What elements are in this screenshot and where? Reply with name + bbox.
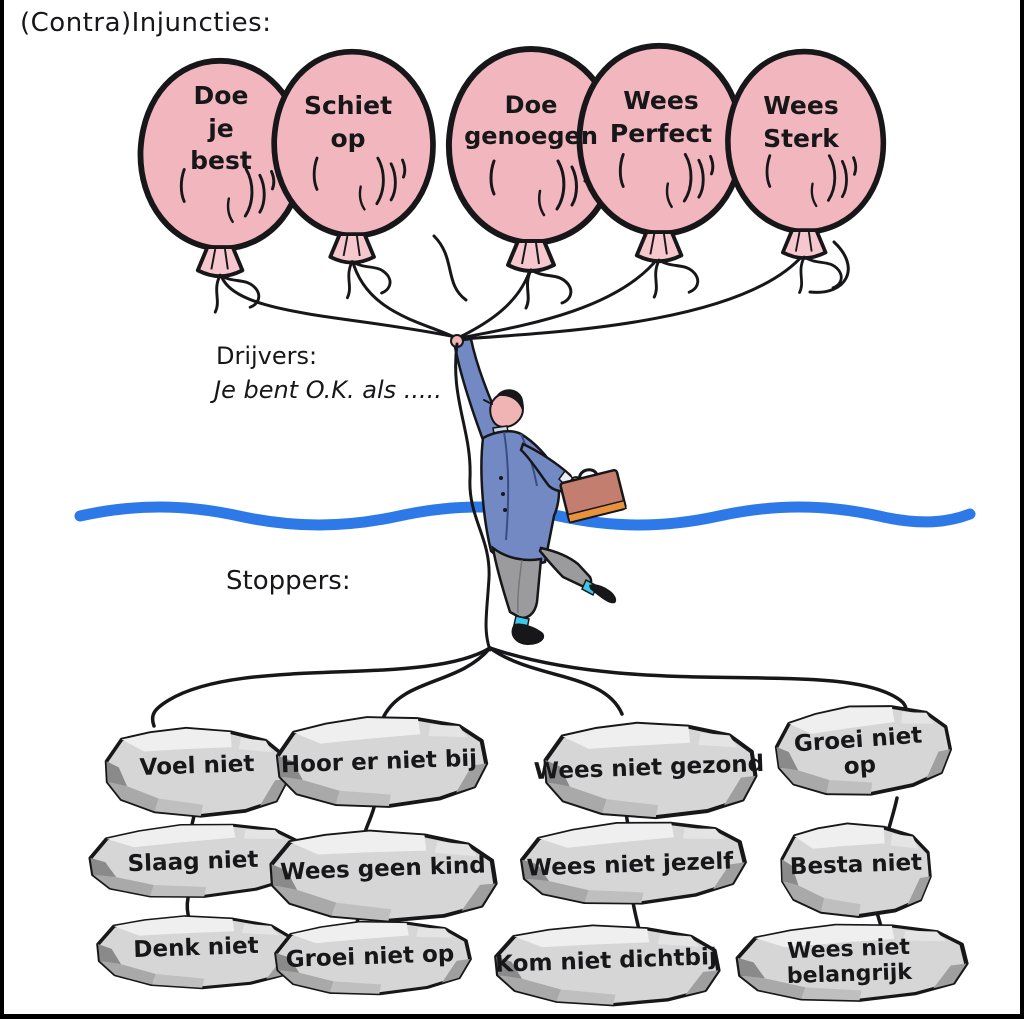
balloon-label-doe-genoegen: Doe genoegen (464, 91, 598, 151)
man-pants-right (491, 545, 543, 619)
drivers-heading: Drijvers: (216, 342, 318, 370)
man-pants-left (538, 546, 593, 588)
man-jacket (480, 429, 561, 566)
rock-label-besta-niet: Besta niet (789, 849, 923, 881)
man-shoe-right (511, 623, 545, 645)
balloon-label-doe-je-best: Doe je best (190, 81, 252, 175)
balloon-label-schiet-op: Schiet op (303, 91, 393, 153)
stoppers-heading: Stoppers: (226, 566, 351, 596)
held-string (454, 342, 492, 652)
balloon-label-wees-sterk: Wees Sterk (763, 91, 839, 153)
illustration-canvas (74, 0, 976, 1014)
man-figure (450, 334, 627, 645)
rock-label-slaag-niet: Slaag niet (127, 846, 259, 878)
man-hair (497, 389, 524, 413)
diagram-title: (Contra)Injuncties: (20, 8, 272, 38)
balloon-strings (218, 234, 850, 341)
rock-label-wees-niet-belangrijk: Wees niet belangrijk (786, 934, 913, 990)
briefcase (559, 468, 627, 524)
balloon-wees-perfect (579, 46, 741, 297)
rock-label-voel-niet: Voel niet (139, 751, 255, 781)
rock-label-denk-niet: Denk niet (132, 932, 260, 964)
balloon-label-wees-perfect: Wees Perfect (609, 86, 713, 148)
drivers-tagline: Je bent O.K. als ..... (214, 376, 442, 404)
man-shoe-left (589, 584, 617, 604)
